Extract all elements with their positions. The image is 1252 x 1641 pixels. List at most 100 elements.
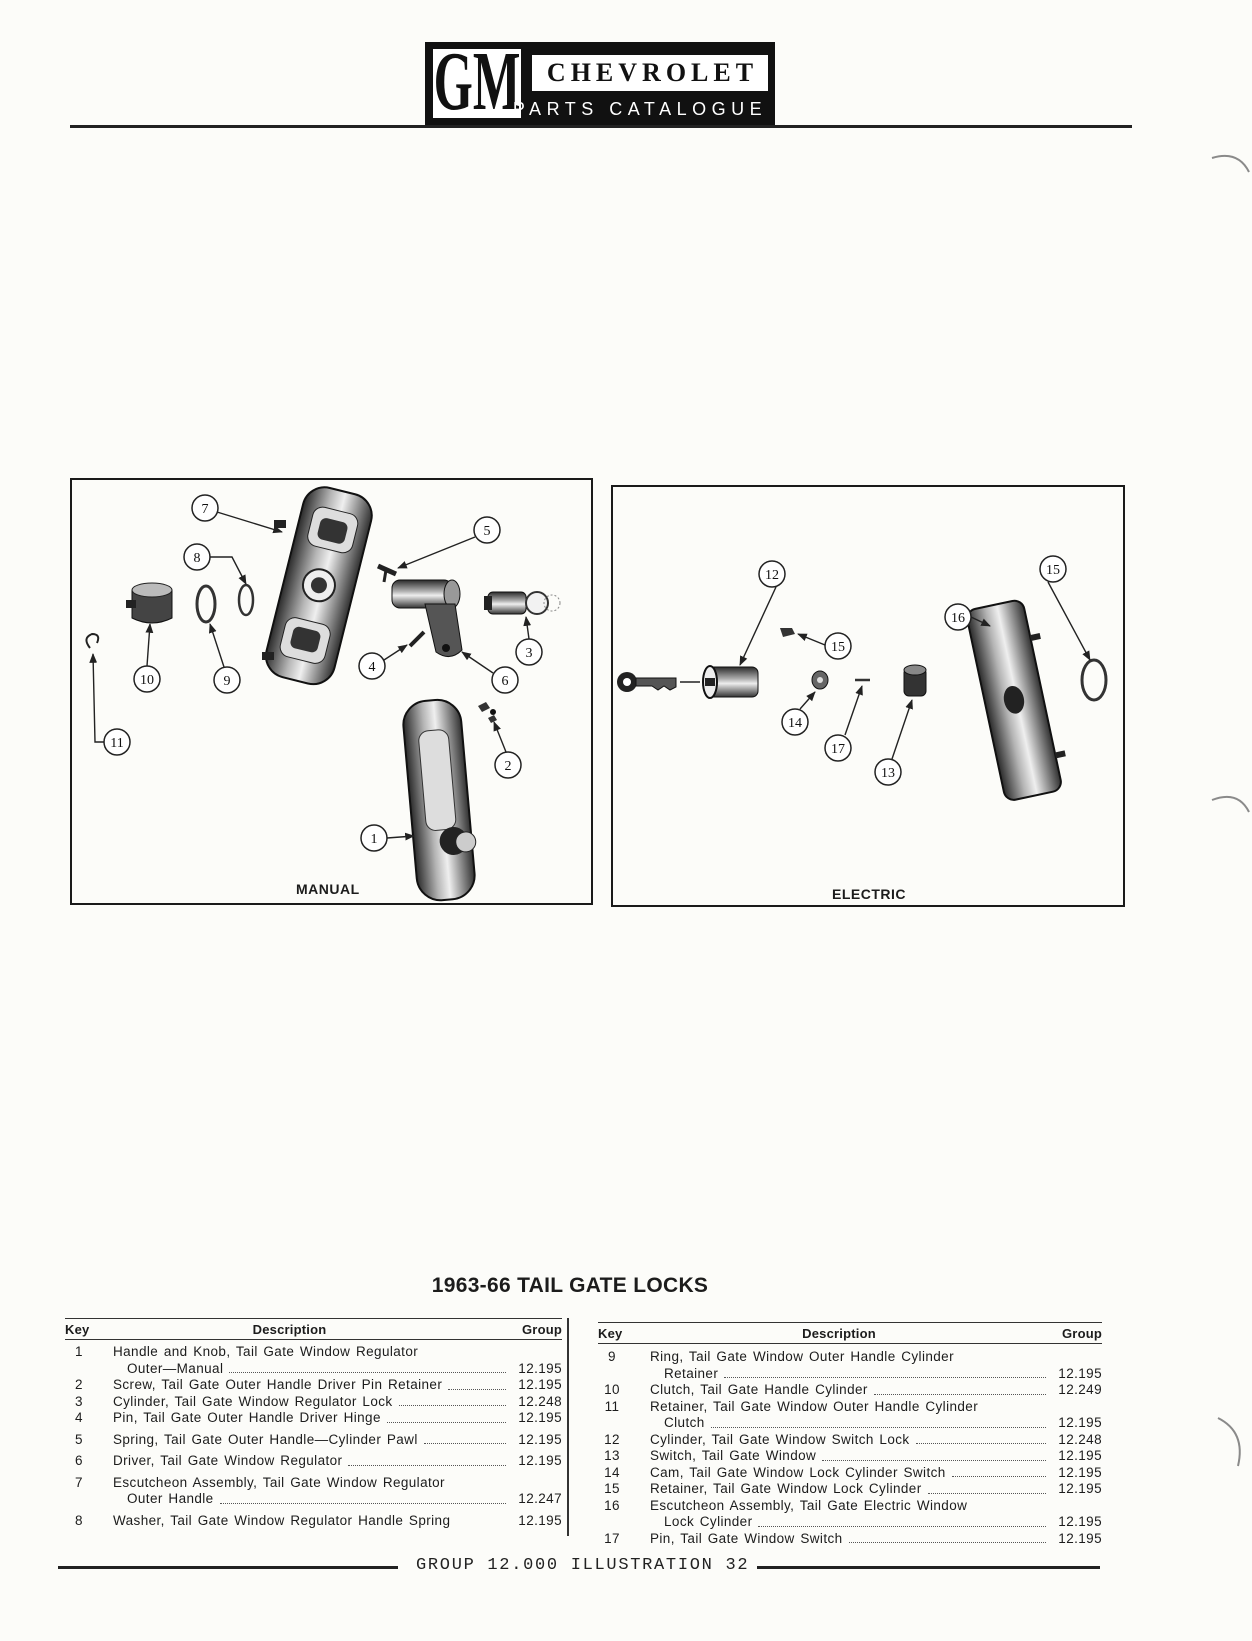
leader-dots <box>915 1432 1046 1444</box>
description-text: Screw, Tail Gate Outer Handle Driver Pin… <box>113 1377 443 1392</box>
row-key: 1 <box>75 1344 83 1359</box>
description-line: Switch, Tail Gate Window <box>650 1448 1052 1465</box>
description-line: Driver, Tail Gate Window Regulator <box>113 1453 512 1470</box>
description-text: Outer—Manual <box>127 1360 224 1376</box>
footer-illustration-reference: GROUP 12.000 ILLUSTRATION 32 <box>416 1556 750 1575</box>
table-body: 9 Ring, Tail Gate Window Outer Handle Cy… <box>598 1344 1102 1547</box>
table-row: 3 Cylinder, Tail Gate Window Regulator L… <box>65 1394 562 1411</box>
electric-label: ELECTRIC <box>832 886 906 902</box>
table-row: 5 Spring, Tail Gate Outer Handle—Cylinde… <box>65 1432 562 1449</box>
row-description: Washer, Tail Gate Window Regulator Handl… <box>113 1513 512 1530</box>
description-text: Escutcheon Assembly, Tail Gate Electric … <box>650 1497 968 1513</box>
description-line: Cam, Tail Gate Window Lock Cylinder Swit… <box>650 1465 1052 1482</box>
row-group: 12.195 <box>518 1512 562 1528</box>
row-group: 12.195 <box>1058 1415 1102 1430</box>
gm-mark-box: GM <box>433 49 521 118</box>
table-header: Key Description Group <box>598 1322 1102 1344</box>
punch-hole-mark <box>1217 1417 1241 1467</box>
description-line: Escutcheon Assembly, Tail Gate Electric … <box>650 1498 1052 1515</box>
row-description: Escutcheon Assembly, Tail Gate Window Re… <box>113 1475 512 1508</box>
row-key: 12 <box>604 1431 620 1447</box>
row-description: Clutch, Tail Gate Handle Cylinder <box>650 1382 1052 1399</box>
description-line: Escutcheon Assembly, Tail Gate Window Re… <box>113 1475 512 1492</box>
row-description: Switch, Tail Gate Window <box>650 1448 1052 1465</box>
leader-dots <box>927 1481 1046 1494</box>
description-text: Escutcheon Assembly, Tail Gate Window Re… <box>113 1474 445 1490</box>
punch-hole-mark <box>1211 154 1250 173</box>
row-description: Pin, Tail Gate Window Switch <box>650 1531 1052 1548</box>
page-title: 1963-66 TAIL GATE LOCKS <box>431 1274 709 1297</box>
description-line: Lock Cylinder <box>650 1514 1052 1531</box>
leader-dots <box>951 1465 1046 1477</box>
leader-dots <box>822 1448 1046 1461</box>
description-text: Cam, Tail Gate Window Lock Cylinder Swit… <box>650 1464 946 1480</box>
description-line: Retainer, Tail Gate Window Lock Cylinder <box>650 1481 1052 1498</box>
description-line: Outer Handle <box>113 1491 512 1508</box>
description-line: Washer, Tail Gate Window Regulator Handl… <box>113 1513 512 1530</box>
row-key: 3 <box>75 1393 83 1409</box>
description-text: Outer Handle <box>127 1491 214 1506</box>
row-group: 12.195 <box>518 1410 562 1425</box>
table-body: 1 Handle and Knob, Tail Gate Window Regu… <box>65 1340 562 1529</box>
row-description: Driver, Tail Gate Window Regulator <box>113 1453 512 1470</box>
description-text: Pin, Tail Gate Outer Handle Driver Hinge <box>113 1410 381 1425</box>
row-key: 8 <box>75 1512 83 1528</box>
table-row: 11 Retainer, Tail Gate Window Outer Hand… <box>598 1399 1102 1432</box>
row-group: 12.195 <box>1058 1448 1102 1463</box>
leader-dots <box>724 1366 1046 1378</box>
table-row: 2 Screw, Tail Gate Outer Handle Driver P… <box>65 1377 562 1394</box>
leader-dots <box>348 1453 506 1466</box>
row-key: 14 <box>604 1464 620 1480</box>
row-key: 4 <box>75 1410 83 1425</box>
row-key: 2 <box>75 1377 83 1392</box>
row-group: 12.195 <box>518 1377 562 1392</box>
header-rule <box>70 125 1132 128</box>
row-group: 12.195 <box>1058 1514 1102 1529</box>
description-line: Retainer <box>650 1366 1052 1383</box>
row-key: 10 <box>604 1382 620 1397</box>
row-group: 12.195 <box>1058 1530 1102 1546</box>
leader-dots <box>448 1377 506 1390</box>
manual-label: MANUAL <box>296 881 360 897</box>
description-line: Clutch <box>650 1415 1052 1432</box>
row-group: 12.248 <box>1058 1431 1102 1447</box>
leader-dots <box>456 1513 506 1526</box>
row-group: 12.195 <box>518 1431 562 1447</box>
description-text: Cylinder, Tail Gate Window Switch Lock <box>650 1431 910 1447</box>
description-line: Cylinder, Tail Gate Window Switch Lock <box>650 1432 1052 1449</box>
row-key: 5 <box>75 1431 83 1447</box>
column-header-key: Key <box>598 1325 623 1341</box>
leader-dots <box>710 1415 1046 1428</box>
description-text: Retainer, Tail Gate Window Outer Handle … <box>650 1398 979 1414</box>
leader-dots <box>873 1382 1046 1395</box>
row-key: 16 <box>604 1497 620 1513</box>
column-header-description: Description <box>802 1325 876 1341</box>
gm-mark: GM <box>433 49 521 118</box>
description-text: Clutch <box>664 1415 705 1430</box>
catalogue-subtitle: PARTS CATALOGUE <box>512 99 768 119</box>
leader-dots <box>758 1514 1046 1527</box>
description-text: Driver, Tail Gate Window Regulator <box>113 1453 343 1468</box>
description-line: Pin, Tail Gate Window Switch <box>650 1531 1052 1548</box>
description-text: Switch, Tail Gate Window <box>650 1448 817 1463</box>
column-header-description: Description <box>252 1321 327 1337</box>
row-key: 9 <box>608 1349 616 1364</box>
description-line: Screw, Tail Gate Outer Handle Driver Pin… <box>113 1377 512 1394</box>
column-header-group: Group <box>522 1321 562 1337</box>
row-description: Ring, Tail Gate Window Outer Handle Cyli… <box>650 1349 1052 1382</box>
row-description: Retainer, Tail Gate Window Lock Cylinder <box>650 1481 1052 1498</box>
footer-rule-left <box>58 1566 398 1569</box>
table-row: 10 Clutch, Tail Gate Handle Cylinder 12.… <box>598 1382 1102 1399</box>
row-group: 12.195 <box>1058 1481 1102 1496</box>
leader-dots <box>423 1432 506 1444</box>
leader-dots <box>398 1394 506 1406</box>
row-description: Handle and Knob, Tail Gate Window Regula… <box>113 1344 512 1377</box>
table-header: Key Description Group <box>65 1318 562 1340</box>
table-row: 4 Pin, Tail Gate Outer Handle Driver Hin… <box>65 1410 562 1427</box>
description-text: Lock Cylinder <box>664 1514 753 1529</box>
row-key: 7 <box>75 1474 83 1490</box>
table-row: 15 Retainer, Tail Gate Window Lock Cylin… <box>598 1481 1102 1498</box>
table-row: 13 Switch, Tail Gate Window 12.195 <box>598 1448 1102 1465</box>
description-line: Pin, Tail Gate Outer Handle Driver Hinge <box>113 1410 512 1427</box>
table-row: 12 Cylinder, Tail Gate Window Switch Loc… <box>598 1432 1102 1449</box>
